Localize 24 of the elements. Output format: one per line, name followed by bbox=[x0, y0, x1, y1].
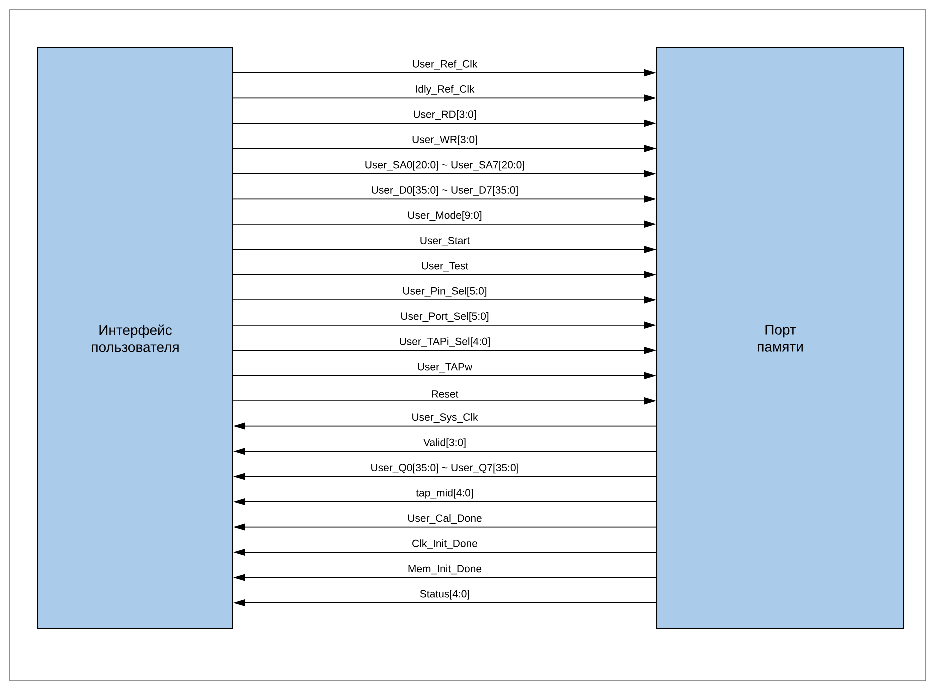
block-box: Интерфейс пользователя bbox=[38, 48, 234, 630]
signal-label: Reset bbox=[432, 390, 459, 398]
signal-label: tap_mid[4:0] bbox=[416, 489, 474, 499]
signal-label: User_TAPw bbox=[418, 363, 473, 373]
signal-label: User_Ref_Clk bbox=[413, 60, 478, 70]
signal-label: User_Start bbox=[420, 237, 470, 246]
signal-label: User_TAPi_Sel[4:0] bbox=[400, 338, 490, 348]
signal-label: User_Mode[9:0] bbox=[408, 211, 482, 222]
signal-label: User_Sys_Clk bbox=[412, 413, 478, 424]
signal-label: Status[4:0] bbox=[420, 590, 470, 600]
signal-label: User_WR[3:0] bbox=[412, 136, 478, 146]
signal-label: Mem_Init_Done bbox=[408, 564, 482, 575]
signal-label: Idly_Ref_Clk bbox=[416, 85, 475, 95]
signal-label: User_Port_Sel[5:0] bbox=[401, 312, 489, 322]
signal-label: User_Test bbox=[422, 262, 469, 272]
signal-label: User_Pin_Sel[5:0] bbox=[404, 287, 487, 297]
block-box: Порт памяти bbox=[656, 48, 904, 630]
signal-label: User_Cal_Done bbox=[408, 514, 482, 524]
signal-label: User_Q0[35:0] ~ User_Q7[35:0] bbox=[372, 464, 518, 474]
signal-label: User_SA0[20:0] ~ User_SA7[20:0] bbox=[366, 161, 524, 171]
signal-label: Valid[3:0] bbox=[424, 438, 466, 448]
signal-label: User_D0[35:0] ~ User_D7[35:0] bbox=[372, 186, 518, 196]
signal-label: Clk_Init_Done bbox=[412, 540, 478, 550]
signal-label: User_RD[3:0] bbox=[414, 110, 476, 120]
